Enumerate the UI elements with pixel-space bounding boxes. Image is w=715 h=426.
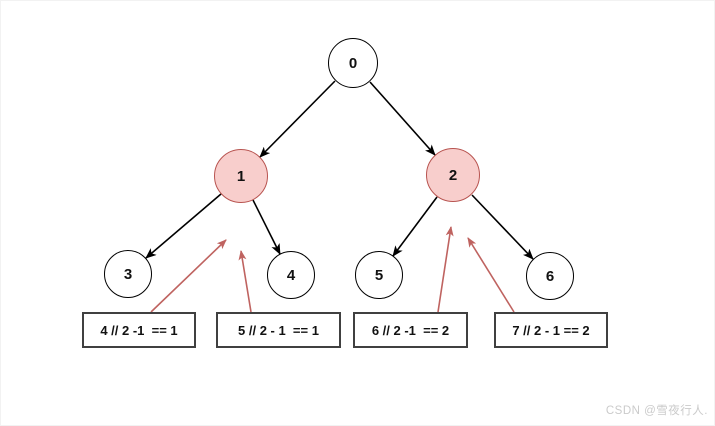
tree-node-1-highlighted: 1 xyxy=(214,149,268,203)
tree-edge-1-3 xyxy=(145,193,222,259)
tree-node-6: 6 xyxy=(526,252,574,300)
formula-box-4-text: 7 // 2 - 1 == 2 xyxy=(512,322,590,338)
formula-box-1-text: 4 // 2 -1 == 1 xyxy=(100,322,178,338)
tree-edge-0-2 xyxy=(369,81,436,156)
tree-node-0: 0 xyxy=(328,38,378,88)
pointer-arrow-box1-to-node1 xyxy=(150,239,227,313)
pointer-arrow-box2-to-node1 xyxy=(238,250,252,313)
pointer-arrow-box3-to-node2 xyxy=(437,226,454,313)
tree-node-1-label: 1 xyxy=(236,167,246,185)
tree-node-3-label: 3 xyxy=(123,265,133,283)
formula-box-2-text: 5 // 2 - 1 == 1 xyxy=(238,322,319,338)
tree-node-3: 3 xyxy=(104,250,152,298)
tree-node-4: 4 xyxy=(267,251,315,299)
tree-edge-0-1 xyxy=(259,80,336,158)
formula-box-3-text: 6 // 2 -1 == 2 xyxy=(371,322,450,338)
tree-node-0-label: 0 xyxy=(348,54,358,72)
tree-node-4-label: 4 xyxy=(286,266,296,284)
csdn-watermark: CSDN @雪夜行人. xyxy=(605,405,708,417)
tree-edge-2-6 xyxy=(471,194,534,260)
tree-node-6-label: 6 xyxy=(545,267,555,285)
formula-box-2: 5 // 2 - 1 == 1 xyxy=(216,312,341,348)
formula-box-3: 6 // 2 -1 == 2 xyxy=(353,312,468,348)
pointer-arrow-box4-to-node2 xyxy=(467,237,515,313)
tree-edge-1-4 xyxy=(252,199,281,255)
tree-node-2-highlighted: 2 xyxy=(426,148,480,202)
tree-node-5-label: 5 xyxy=(374,266,384,284)
formula-box-1: 4 // 2 -1 == 1 xyxy=(82,312,196,348)
tree-node-5: 5 xyxy=(355,251,403,299)
tree-edge-2-5 xyxy=(392,196,438,257)
formula-box-4: 7 // 2 - 1 == 2 xyxy=(494,312,608,348)
tree-node-2-label: 2 xyxy=(448,166,458,184)
